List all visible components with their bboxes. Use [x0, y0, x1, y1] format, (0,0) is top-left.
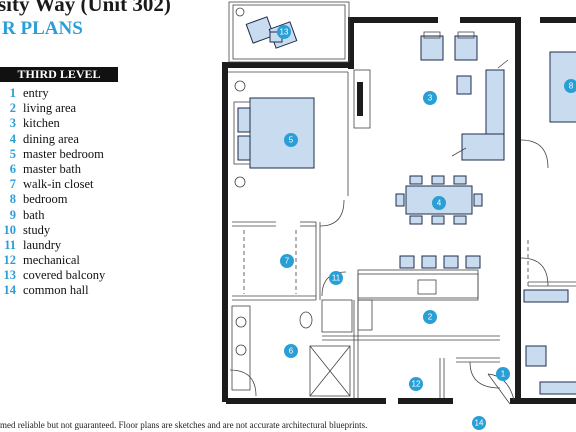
marker-label: 5 [289, 136, 294, 145]
marker-2: 2 [423, 310, 437, 324]
legend-number: 1 [9, 86, 16, 100]
legend-number: 12 [3, 253, 17, 268]
marker-label: 3 [428, 94, 433, 103]
marker-label: 6 [289, 347, 294, 356]
disclaimer-footnote: med reliable but not guaranteed. Floor p… [0, 420, 368, 430]
entry [487, 373, 515, 405]
legend-label: bath [23, 207, 45, 222]
legend-number: 2 [9, 101, 16, 116]
legend-number: 3 [9, 116, 16, 131]
legend-label: walk-in closet [23, 177, 94, 192]
legend-label: dining area [23, 131, 79, 146]
marker-5: 5 [284, 133, 298, 147]
interior-walls [228, 71, 501, 398]
legend-label: master bedroom [23, 146, 104, 161]
legend-label: entry [23, 86, 49, 100]
legend-heading: THIRD LEVEL [0, 67, 118, 82]
kitchen [321, 255, 481, 333]
legend-label: master bath [23, 161, 81, 176]
marker-13: 13 [277, 25, 291, 39]
marker-7: 7 [280, 254, 294, 268]
plan-subtitle: R PLANS [2, 18, 83, 39]
legend-number: 4 [9, 131, 16, 146]
marker-1: 1 [496, 367, 510, 381]
marker-3: 3 [423, 91, 437, 105]
marker-11: 11 [329, 271, 343, 285]
legend-label: living area [23, 101, 77, 116]
marker-label: 8 [569, 82, 574, 91]
legend-label: covered balcony [23, 268, 106, 283]
right-rooms [520, 51, 576, 395]
marker-label: 2 [428, 313, 433, 322]
walls [222, 17, 576, 404]
legend-number: 13 [3, 268, 17, 283]
legend-label: laundry [23, 237, 62, 252]
marker-12: 12 [409, 377, 423, 391]
marker-label: 13 [280, 28, 289, 37]
legend-label: bedroom [23, 192, 68, 207]
legend-number: 10 [3, 222, 17, 237]
marker-8: 8 [564, 79, 576, 93]
marker-label: 4 [437, 199, 442, 208]
legend-label: kitchen [23, 116, 60, 131]
marker-label: 11 [332, 274, 341, 283]
marker-label: 1 [501, 370, 506, 379]
legend-number: 11 [4, 237, 16, 252]
marker-4: 4 [432, 196, 446, 210]
marker-14: 14 [472, 416, 486, 430]
marker-label: 12 [412, 380, 421, 389]
legend-number: 9 [9, 207, 16, 222]
legend-number: 7 [9, 177, 16, 192]
legend-number: 6 [9, 161, 16, 176]
legend-label: mechanical [23, 253, 80, 268]
legend-number: 5 [9, 146, 16, 161]
legend-label: common hall [23, 283, 89, 298]
living-area [353, 31, 509, 161]
legend-number: 14 [3, 283, 17, 298]
legend-label: study [23, 222, 51, 237]
legend-number: 8 [9, 192, 16, 207]
marker-label: 7 [285, 257, 290, 266]
marker-6: 6 [284, 344, 298, 358]
plan-title: sity Way (Unit 302) [0, 0, 171, 16]
marker-label: 14 [475, 419, 484, 428]
master-bedroom [233, 80, 315, 188]
master-bath [231, 305, 351, 397]
